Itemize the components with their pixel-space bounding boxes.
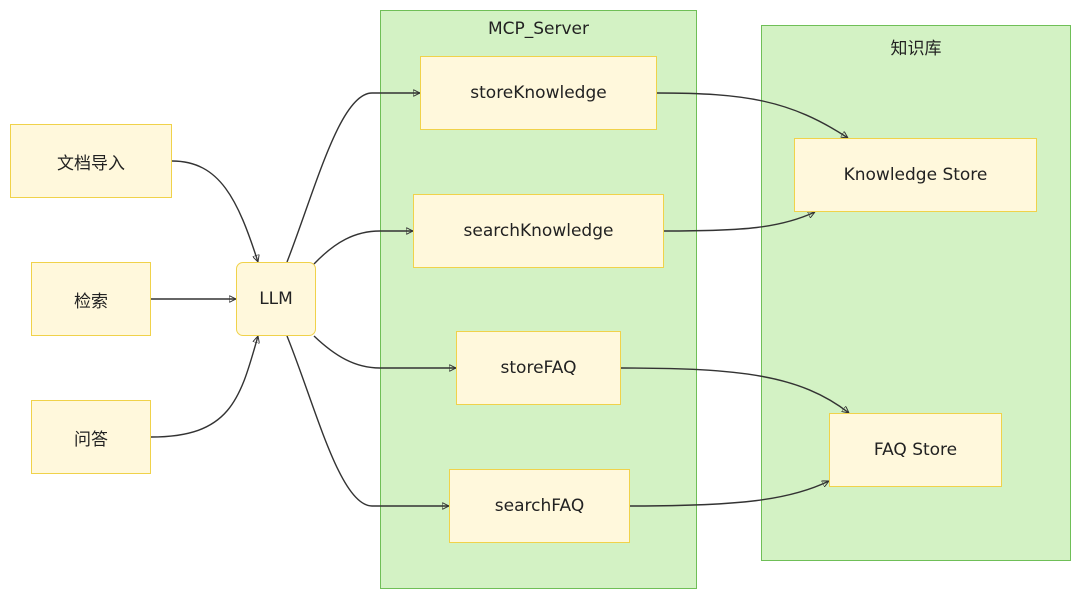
edge-store-faq-to-faq-store (620, 367, 849, 413)
node-knowledge-store: Knowledge Store (794, 138, 1037, 212)
node-faq-store: FAQ Store (829, 413, 1002, 487)
edge-llm-to-store-knowledge (286, 93, 420, 263)
edge-llm-to-search-knowledge (313, 231, 413, 265)
node-llm: LLM (236, 262, 316, 336)
node-search: 检索 (31, 262, 151, 336)
edge-llm-to-search-faq (286, 335, 449, 506)
edge-search-knowledge-to-knowledge-store (663, 212, 815, 232)
node-doc-import: 文档导入 (10, 124, 172, 198)
cluster-knowledge-base-title: 知识库 (890, 39, 942, 59)
edge-doc-import-to-llm (171, 160, 258, 262)
edge-qa-to-llm (150, 336, 258, 438)
cluster-mcp-server-title: MCP_Server (487, 19, 590, 39)
node-search-faq: searchFAQ (449, 469, 630, 543)
node-qa: 问答 (31, 400, 151, 474)
node-store-knowledge: storeKnowledge (420, 56, 657, 130)
edge-search-faq-to-faq-store (629, 480, 829, 507)
edge-llm-to-store-faq (313, 335, 456, 368)
node-store-faq: storeFAQ (456, 331, 621, 405)
node-search-knowledge: searchKnowledge (413, 194, 664, 268)
edge-store-knowledge-to-knowledge-store (656, 92, 848, 138)
